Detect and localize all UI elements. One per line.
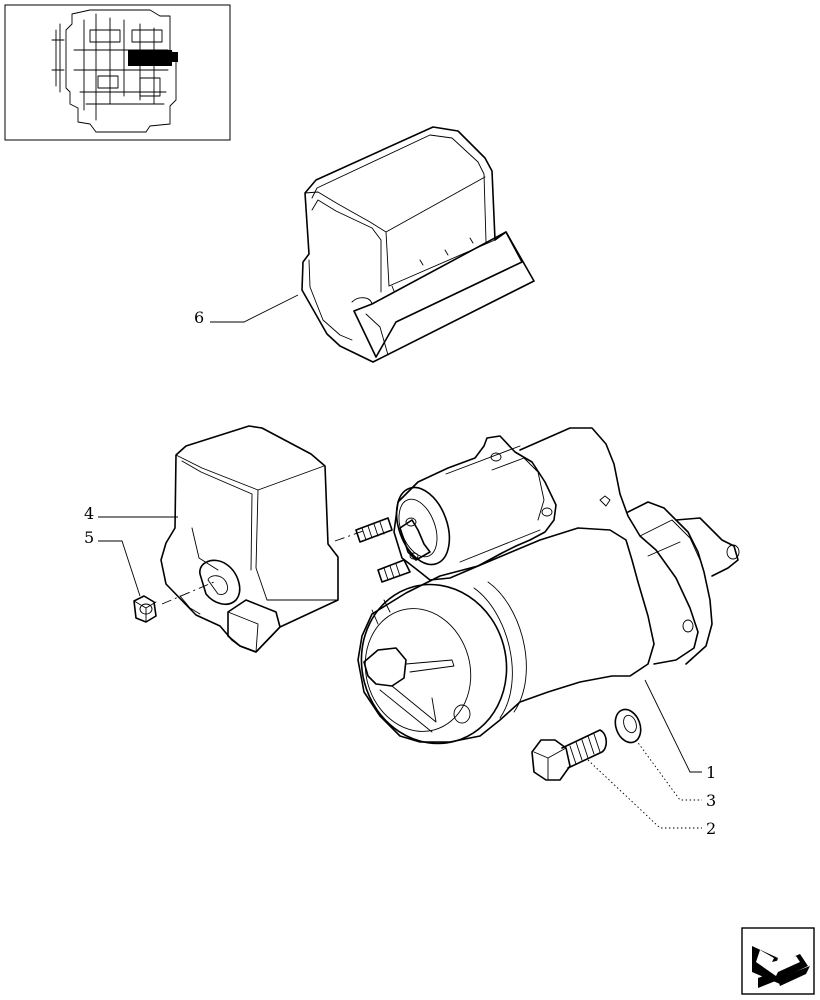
alignment-line [161, 581, 215, 605]
cover-4 [160, 425, 339, 653]
starter-motor-1 [355, 427, 740, 745]
callout-5: 5 [84, 528, 94, 547]
callout-2: 2 [706, 819, 716, 838]
leader-lines [98, 294, 702, 829]
engine-thumbnail-icon[interactable] [4, 4, 231, 141]
callout-3: 3 [706, 791, 716, 810]
nut-5 [133, 595, 157, 623]
next-page-arrow-icon[interactable] [741, 927, 815, 995]
washer-3 [614, 708, 642, 744]
bolt-2 [531, 729, 608, 781]
callout-6: 6 [194, 308, 204, 327]
cover-6 [301, 126, 535, 363]
alignment-line [334, 529, 367, 542]
callout-1: 1 [706, 763, 716, 782]
callout-4: 4 [84, 504, 94, 523]
